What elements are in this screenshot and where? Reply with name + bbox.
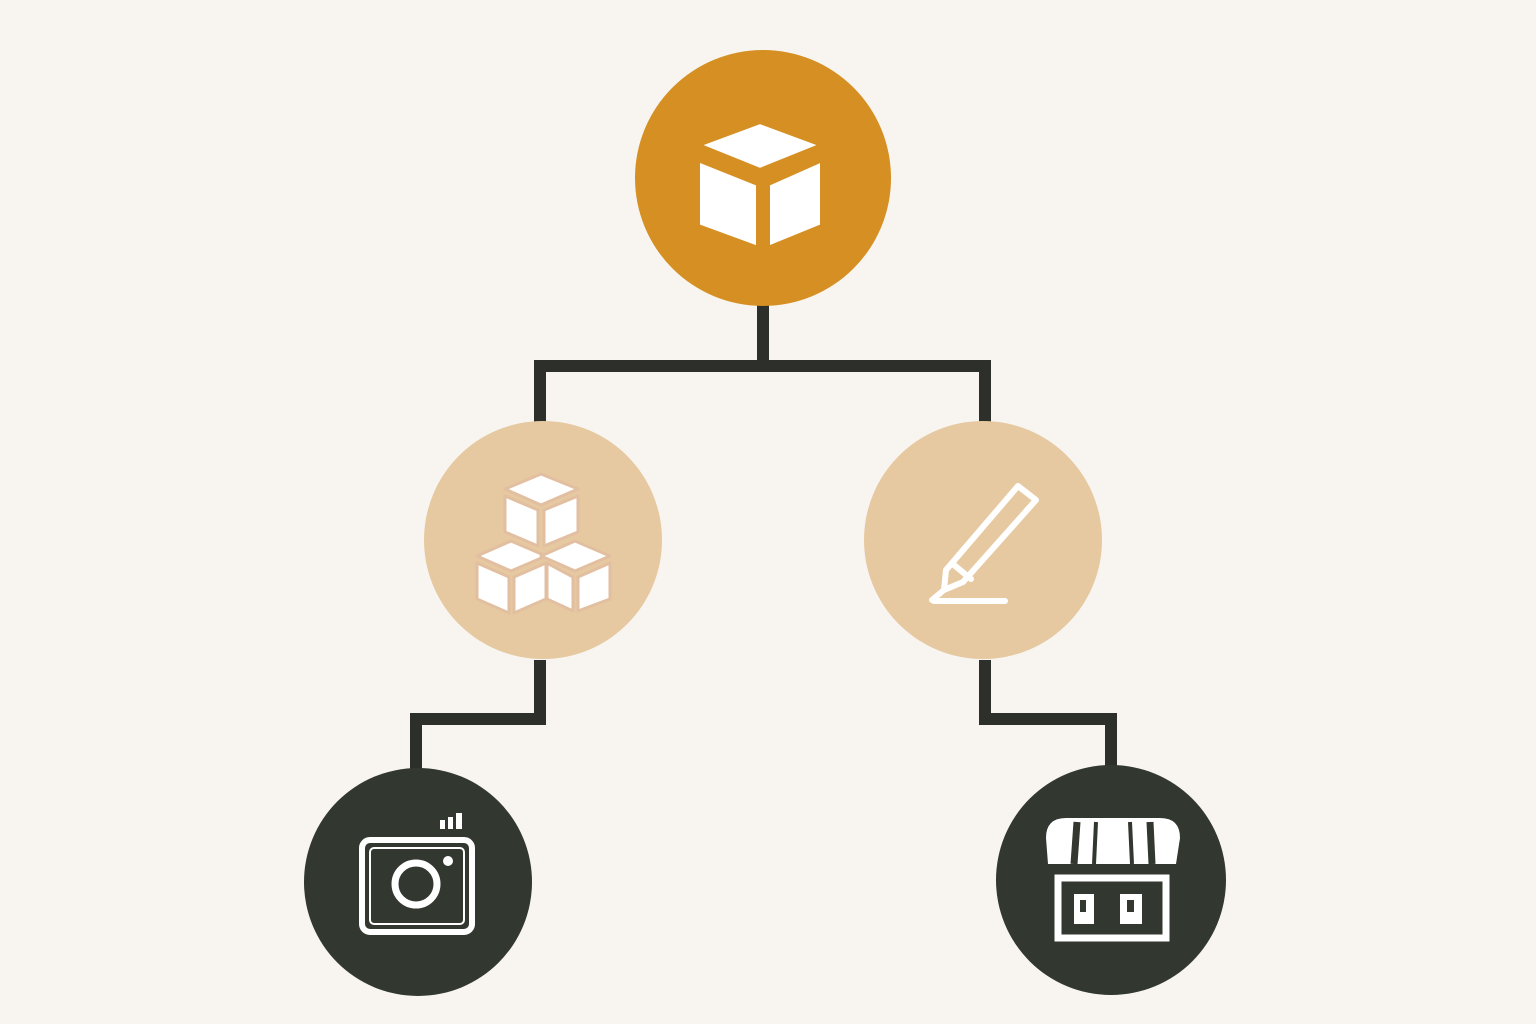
pencil-icon	[929, 483, 1039, 604]
connectors	[410, 300, 1117, 770]
node-leaf-left-circle	[304, 768, 532, 996]
node-middle-right-circle	[864, 421, 1102, 659]
node-root-circle	[635, 50, 891, 306]
node-middle-left	[424, 421, 662, 659]
stacked-cubes-icon	[475, 472, 612, 615]
node-root	[635, 50, 891, 306]
camera-icon	[359, 813, 475, 935]
connector-middle-left-to-leaf-left	[410, 660, 546, 770]
node-middle-right	[864, 421, 1102, 659]
connector-root-to-middle-left	[534, 300, 769, 422]
connector-middle-right-to-leaf-right	[979, 660, 1117, 770]
node-leaf-left	[304, 768, 532, 996]
node-leaf-right	[996, 765, 1226, 995]
storefront-icon	[1046, 818, 1180, 942]
cube-icon	[696, 120, 824, 250]
connector-root-to-middle-right	[763, 360, 991, 422]
